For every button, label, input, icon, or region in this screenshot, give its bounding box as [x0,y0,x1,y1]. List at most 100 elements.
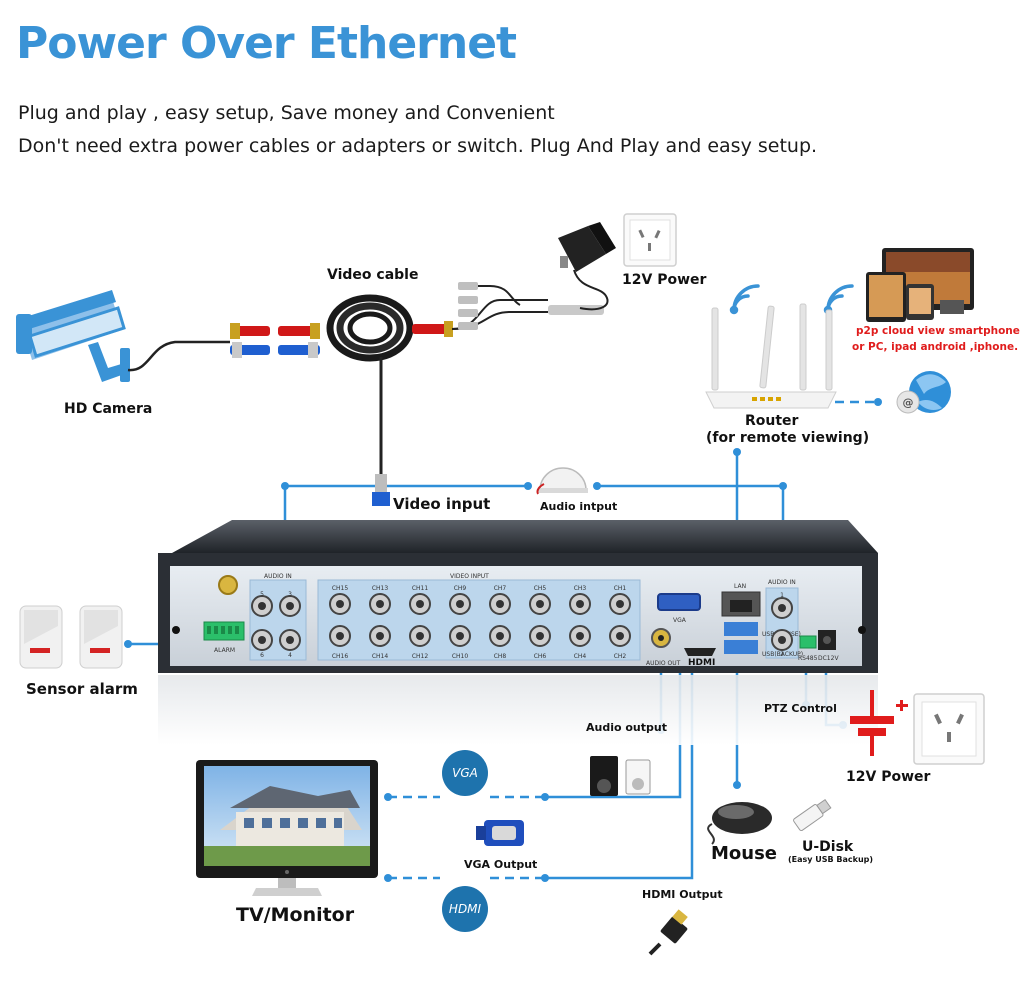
bnc-ch8: CH8 [489,625,511,660]
audio-in-right-connectors: 12 [771,592,793,658]
dvr-hdmi-label: HDMI [688,658,715,668]
hdmi-badge: HDMI [442,886,488,932]
dvr-recorder [158,520,878,745]
bnc-ch1-label: CH1 [614,585,627,592]
wall-socket-icon [913,693,985,765]
audio-in-bnc-6: 6 [251,629,273,659]
cloud-globe-icon: @ [896,371,951,414]
udisk-label: U-Disk [802,839,854,855]
bnc-ch5: CH5 [529,585,551,615]
bnc-ch2-label: CH2 [614,653,627,660]
dvr-vga-label: VGA [673,617,687,624]
intro-line-2: Don't need extra power cables or adapter… [18,135,818,157]
svg-text:@: @ [903,396,914,409]
hdmi-plug-icon [648,909,688,956]
mouse-label: Mouse [711,843,778,864]
mouse-icon [707,802,772,845]
vga-badge: VGA [442,750,488,796]
audio-in-connectors: 5 3 6 4 [251,591,301,659]
bnc-ch9: CH9 [449,585,471,615]
dvr-alarm-label: ALARM [214,647,235,654]
audio-in-bnc-5: 5 [251,591,273,617]
dvr-lan-label: LAN [734,583,746,590]
dvr-audio-out-label: AUDIO OUT [646,660,681,667]
bnc-ch6-label: CH6 [534,653,547,660]
bnc-ch13-label: CH13 [372,585,389,592]
audio-in-right-bnc-2-label: 2 [780,651,784,658]
page-title: Power Over Ethernet [16,18,517,69]
bnc-ch4: CH4 [569,625,591,660]
mobile-devices-icon [866,248,974,322]
vga-output-label: VGA Output [464,858,538,871]
bnc-ch7: CH7 [489,585,511,615]
bnc-ch13: CH13 [369,585,391,615]
dvr-video-input-label: VIDEO INPUT [450,573,489,580]
intro-line-1: Plug and play , easy setup, Save money a… [18,102,555,124]
router-sublabel: (for remote viewing) [706,430,870,446]
audio-in-right-bnc-1: 1 [771,592,793,619]
power-right-label: 12V Power [846,769,931,785]
pir-sensor-icon [19,605,123,669]
dvr-rs485-label: RS485 [798,655,818,662]
bnc-ch11-label: CH11 [412,585,429,592]
bnc-ch10: CH10 [449,625,471,660]
ptz-control-label: PTZ Control [764,702,837,715]
bnc-ch10-label: CH10 [452,653,469,660]
bnc-ch7-label: CH7 [494,585,507,592]
video-cable-label: Video cable [327,267,419,283]
bnc-ch3: CH3 [569,585,591,615]
bnc-ch4-label: CH4 [574,653,587,660]
hdmi-output-label: HDMI Output [642,888,723,901]
speaker-icon [590,756,651,796]
audio-output-label: Audio output [586,721,667,734]
vga-line [545,612,682,799]
cctv-camera-icon [16,290,130,382]
p2p-line-2: or PC, ipad android ,iphone. [852,341,1019,353]
video-cable-icon [230,282,604,506]
bnc-ch16: CH16 [329,625,351,660]
power-top-label: 12V Power [622,272,707,288]
bnc-ch15: CH15 [329,585,351,615]
vga-plug-icon [476,820,524,846]
audio-in-bnc-3: 3 [279,591,301,617]
video-input-label: Video input [393,495,491,513]
bnc-ch12-label: CH12 [412,653,429,660]
audio-in-bnc-5-label: 5 [260,591,264,598]
bnc-ch11: CH11 [409,585,431,615]
usb-drive-icon [793,798,832,832]
dvr-audio-in-right-label: AUDIO IN [768,579,796,586]
dvr-dc12v-label: DC12V [818,655,839,662]
udisk-sublabel: (Easy USB Backup) [788,855,874,864]
router-label: Router [745,413,799,429]
bnc-ch3-label: CH3 [574,585,587,592]
bnc-ch6: CH6 [529,625,551,660]
audio-in-bnc-4: 4 [279,629,301,659]
audio-in-bnc-6-label: 6 [260,652,264,659]
microphone-icon [536,467,588,495]
sensor-alarm-label: Sensor alarm [26,680,138,698]
bnc-ch1: CH1 [609,585,631,615]
tv-monitor-label: TV/Monitor [236,904,355,926]
bnc-ch15-label: CH15 [332,585,349,592]
hd-camera-label: HD Camera [64,401,153,417]
audio-input-label: Audio intput [540,500,618,513]
monitor-icon [196,760,378,896]
bnc-ch16-label: CH16 [332,653,349,660]
dvr-usb-backup-label: USB(BACKUP) [762,651,803,658]
wall-socket-icon [623,213,677,267]
bnc-ch5-label: CH5 [534,585,547,592]
dc-power-icon [850,690,908,756]
bnc-ch14: CH14 [369,625,391,660]
router-icon [705,303,837,409]
bnc-ch2: CH2 [609,625,631,660]
p2p-line-1: p2p cloud view smartphone [856,325,1020,337]
wifi-icon [729,284,854,315]
audio-in-bnc-3-label: 3 [288,591,292,598]
power-adapter-icon [558,222,616,311]
audio-in-right-bnc-2: 2 [771,629,793,658]
audio-in-bnc-4-label: 4 [288,652,292,659]
bnc-ch9-label: CH9 [454,585,467,592]
bnc-ch14-label: CH14 [372,653,389,660]
